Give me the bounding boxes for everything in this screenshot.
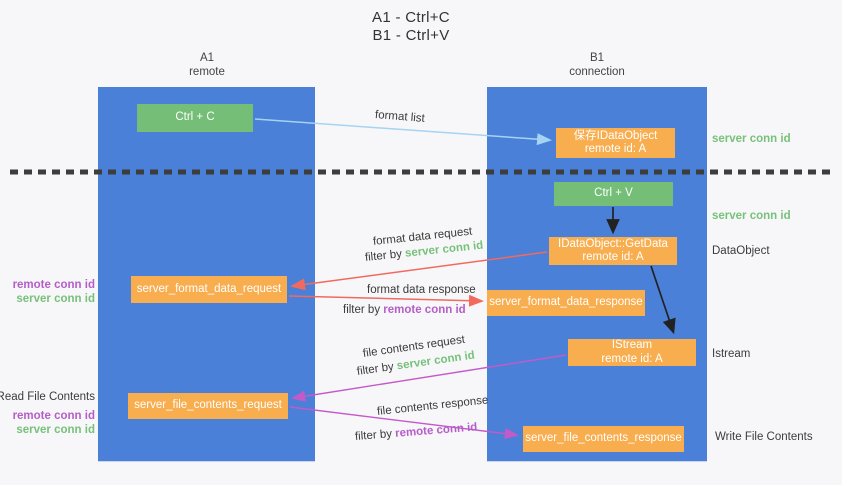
ctrl-c-label: Ctrl + C <box>175 111 215 124</box>
diagram-title: A1 - Ctrl+C B1 - Ctrl+V <box>311 9 511 45</box>
ctrl-v-label: Ctrl + V <box>594 187 633 200</box>
format-request-label: server_format_data_request <box>136 282 282 295</box>
title-line-2: B1 - Ctrl+V <box>372 27 450 44</box>
ctrl-c-box: Ctrl + C <box>137 104 253 132</box>
lane-b1-role: connection <box>569 65 625 78</box>
istream-side-label: Istream <box>712 348 751 360</box>
server-conn-id-left-2: server conn id <box>16 424 95 436</box>
dataobject-side-label: DataObject <box>712 245 770 257</box>
server-conn-id-right-2: server conn id <box>712 210 791 222</box>
remote-conn-id-left-1: remote conn id <box>12 279 95 291</box>
file-contents-response-arrow <box>289 406 519 440</box>
server-file-contents-response-box: server_file_contents_response <box>523 426 684 452</box>
format-data-response-filter-label: filter by remote conn id <box>343 304 466 316</box>
remote-conn-id-left-2: remote conn id <box>12 410 95 422</box>
lane-header-b1: B1 connection <box>537 52 657 79</box>
lane-a1-role: remote <box>189 65 225 78</box>
save-idataobject-line2: remote id: A <box>584 143 647 155</box>
istream-box: IStream remote id: A <box>568 339 696 366</box>
file-request-label: server_file_contents_request <box>134 399 282 412</box>
lane-a1-name: A1 <box>199 52 215 64</box>
format-list-arrow <box>254 118 552 146</box>
write-file-contents-label: Write File Contents <box>715 431 813 443</box>
idataobject-getdata-box: IDataObject::GetData remote id: A <box>549 237 677 265</box>
file-contents-request-arrow <box>291 354 567 402</box>
title-line-1: A1 - Ctrl+C <box>372 9 450 26</box>
remote-conn-id-text: remote conn id <box>383 304 466 316</box>
istream-line1: IStream <box>611 339 653 351</box>
format-response-label: server_format_data_response <box>489 296 643 309</box>
filter-by-text: filter by <box>343 304 384 316</box>
lane-b1-name: B1 <box>589 52 605 64</box>
getdata-line2: remote id: A <box>582 251 644 263</box>
getdata-line1: IDataObject::GetData <box>558 237 668 250</box>
server-conn-id-right-1: server conn id <box>712 133 791 145</box>
save-idataobject-line1: 保存IDataObject <box>573 129 658 142</box>
read-file-contents-label: Read File Contents <box>0 391 95 403</box>
getdata-to-istream-arrow <box>650 265 676 335</box>
lane-header-a1: A1 remote <box>147 52 267 79</box>
server-file-contents-request-box: server_file_contents_request <box>128 393 288 419</box>
format-data-response-label: format data response <box>367 284 476 296</box>
server-format-data-request-box: server_format_data_request <box>131 276 287 303</box>
save-idataobject-box: 保存IDataObject remote id: A <box>556 128 675 158</box>
istream-line2: remote id: A <box>601 352 663 365</box>
file-response-label: server_file_contents_response <box>525 432 682 445</box>
format-data-response-arrow <box>288 294 484 307</box>
server-format-data-response-box: server_format_data_response <box>487 290 645 316</box>
server-conn-id-left-1: server conn id <box>16 293 95 305</box>
ctrl-v-box: Ctrl + V <box>554 182 673 206</box>
format-data-request-arrow <box>290 251 548 291</box>
